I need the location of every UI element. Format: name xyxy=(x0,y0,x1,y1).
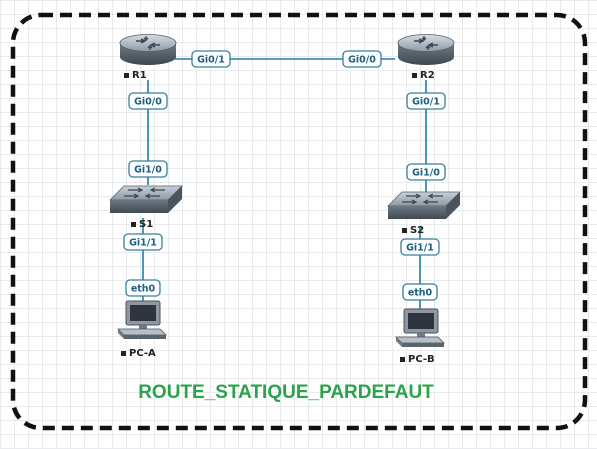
switch-icon xyxy=(109,185,183,213)
svg-text:Gi1/0: Gi1/0 xyxy=(412,168,440,179)
port-label-s2-gi1-0: Gi1/0 xyxy=(406,163,446,181)
pc-icon xyxy=(117,300,167,339)
router-icon xyxy=(397,34,455,65)
device-label-pc-a: PC-A xyxy=(129,348,156,359)
port-label-s1-gi1-1: Gi1/1 xyxy=(123,233,163,251)
port-label-pcb-eth0: eth0 xyxy=(402,283,438,301)
port-label-r1-gi0-1: Gi0/1 xyxy=(191,50,231,68)
pc-a[interactable]: PC-A xyxy=(117,300,167,359)
port-label-s2-gi1-1: Gi1/1 xyxy=(400,238,440,256)
diagram-title: ROUTE_STATIQUE_PARDEFAUT xyxy=(138,382,434,403)
device-label-r2: R2 xyxy=(420,70,435,81)
port-label-r2-gi0-0: Gi0/0 xyxy=(342,50,382,68)
device-label-s2: S2 xyxy=(410,225,424,236)
device-label-s1: S1 xyxy=(139,219,153,230)
router-r2[interactable]: R2 xyxy=(397,34,455,82)
svg-text:Gi0/1: Gi0/1 xyxy=(197,55,225,66)
device-label-pc-b: PC-B xyxy=(408,354,435,365)
svg-text:Gi0/0: Gi0/0 xyxy=(348,55,376,66)
port-label-pca-eth0: eth0 xyxy=(125,279,161,297)
port-label-s1-gi1-0: Gi1/0 xyxy=(128,160,168,178)
svg-text:eth0: eth0 xyxy=(131,284,156,295)
pc-icon xyxy=(395,308,445,347)
port-label-r1-gi0-0: Gi0/0 xyxy=(128,92,168,110)
port-label-r2-gi0-1: Gi0/1 xyxy=(406,92,446,110)
switch-s2[interactable]: S2 xyxy=(387,191,461,236)
switch-icon xyxy=(387,191,461,219)
switch-s1[interactable]: S1 xyxy=(109,185,183,230)
router-r1[interactable]: R1 xyxy=(119,34,177,82)
svg-text:Gi1/0: Gi1/0 xyxy=(134,165,162,176)
svg-text:Gi1/1: Gi1/1 xyxy=(129,238,157,249)
svg-text:Gi0/0: Gi0/0 xyxy=(134,97,162,108)
router-icon xyxy=(119,34,177,65)
topology-boundary xyxy=(10,12,588,431)
svg-text:eth0: eth0 xyxy=(408,288,433,299)
device-label-r1: R1 xyxy=(132,70,147,81)
svg-text:Gi1/1: Gi1/1 xyxy=(406,243,434,254)
svg-text:Gi0/1: Gi0/1 xyxy=(412,97,440,108)
pc-b[interactable]: PC-B xyxy=(395,308,445,365)
